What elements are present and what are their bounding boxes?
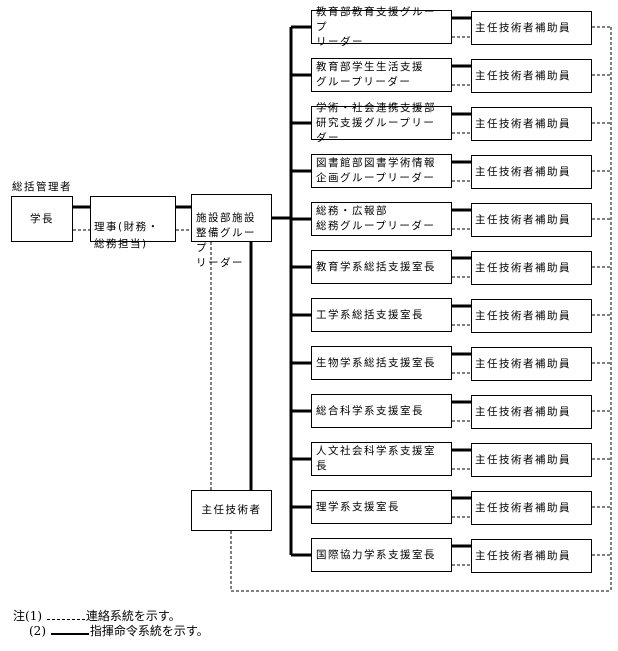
assistant-box: 主任技術者補助員 (471, 107, 592, 141)
facility-leader-text: 施設部施設 整備グループ リーダー (196, 212, 256, 269)
leader-text: 図書館部図書学術情報 企画グループリーダー (316, 157, 436, 184)
leader-box: 図書館部図書学術情報 企画グループリーダー (311, 154, 452, 188)
assistant-text: 主任技術者補助員 (475, 165, 571, 178)
leader-text: 総務・広報部 総務グループリーダー (316, 205, 436, 232)
leader-text: 人文社会科学系支援室長 (316, 445, 436, 472)
leader-text: 学術・社会連携支援部 研究支援グループリーダー (316, 101, 436, 144)
assistant-box: 主任技術者補助員 (471, 59, 592, 93)
legend-item-2: (2) 指揮命令系統を示す。 (29, 622, 209, 639)
legend-2-number: (2) (29, 624, 46, 638)
leader-box: 総合科学系支援室長 (311, 394, 452, 428)
leader-text: 総合科学系支援室長 (316, 404, 424, 417)
assistant-text: 主任技術者補助員 (475, 357, 571, 370)
leader-text: 教育部学生生活支援 グループリーダー (316, 61, 424, 88)
assistant-text: 主任技術者補助員 (475, 21, 571, 34)
assistant-box: 主任技術者補助員 (471, 299, 592, 333)
assistant-text: 主任技術者補助員 (475, 69, 571, 82)
assistant-text: 主任技術者補助員 (475, 549, 571, 562)
assistant-box: 主任技術者補助員 (471, 203, 592, 237)
leader-text: 生物学系総括支援室長 (316, 356, 436, 369)
director-text: 理事(財務・ 総務担当) (94, 221, 160, 250)
assistant-box: 主任技術者補助員 (471, 539, 592, 573)
director-box: 理事(財務・ 総務担当) (90, 196, 176, 250)
leader-text: 教育学系総括支援室長 (316, 260, 436, 273)
assistant-box: 主任技術者補助員 (471, 491, 592, 525)
leader-box: 工学系総括支援室長 (311, 298, 452, 332)
leader-text: 国際協力学系支援室長 (316, 548, 436, 561)
chief-engineer-text: 主任技術者 (201, 504, 262, 516)
leader-box: 総務・広報部 総務グループリーダー (311, 202, 452, 236)
legend-1-number: (1) (25, 609, 43, 623)
assistant-text: 主任技術者補助員 (475, 501, 571, 514)
leader-text: 教育部教育支援グループ リーダー (316, 5, 436, 48)
leader-text: 工学系総括支援室長 (316, 308, 424, 321)
leader-box: 学術・社会連携支援部 研究支援グループリーダー (311, 102, 452, 144)
assistant-box: 主任技術者補助員 (471, 443, 592, 477)
assistant-box: 主任技術者補助員 (471, 251, 592, 285)
assistant-text: 主任技術者補助員 (475, 117, 571, 130)
note-prefix: 注 (13, 609, 26, 623)
dashed-line-sample (46, 619, 85, 620)
assistant-box: 主任技術者補助員 (471, 11, 592, 45)
leader-box: 人文社会科学系支援室長 (311, 442, 452, 476)
assistant-text: 主任技術者補助員 (475, 261, 571, 274)
assistant-text: 主任技術者補助員 (475, 453, 571, 466)
president-box: 学長 (11, 196, 73, 242)
facility-leader-box: 施設部施設 整備グループ リーダー (191, 194, 272, 269)
leader-box: 教育学系総括支援室長 (311, 250, 452, 284)
legend-2-text: 指揮命令系統を示す。 (89, 624, 209, 638)
assistant-text: 主任技術者補助員 (475, 309, 571, 322)
leader-box: 国際協力学系支援室長 (311, 538, 452, 572)
assistant-text: 主任技術者補助員 (475, 213, 571, 226)
assistant-text: 主任技術者補助員 (475, 405, 571, 418)
president-text: 学長 (30, 212, 54, 225)
chief-engineer-box: 主任技術者 (191, 490, 272, 531)
legend-item-1: 注(1) 連絡系統を示す。 (13, 607, 181, 624)
solid-line-sample (50, 633, 89, 635)
leader-box: 理学系支援室長 (311, 490, 452, 524)
leader-box: 教育部学生生活支援 グループリーダー (311, 58, 452, 92)
assistant-box: 主任技術者補助員 (471, 155, 592, 189)
leader-text: 理学系支援室長 (316, 500, 400, 513)
assistant-box: 主任技術者補助員 (471, 395, 592, 429)
legend-1-text: 連絡系統を示す。 (85, 609, 181, 623)
leader-box: 生物学系総括支援室長 (311, 346, 452, 380)
leader-box: 教育部教育支援グループ リーダー (311, 6, 452, 48)
general-manager-label: 総括管理者 (12, 181, 72, 193)
assistant-box: 主任技術者補助員 (471, 347, 592, 381)
